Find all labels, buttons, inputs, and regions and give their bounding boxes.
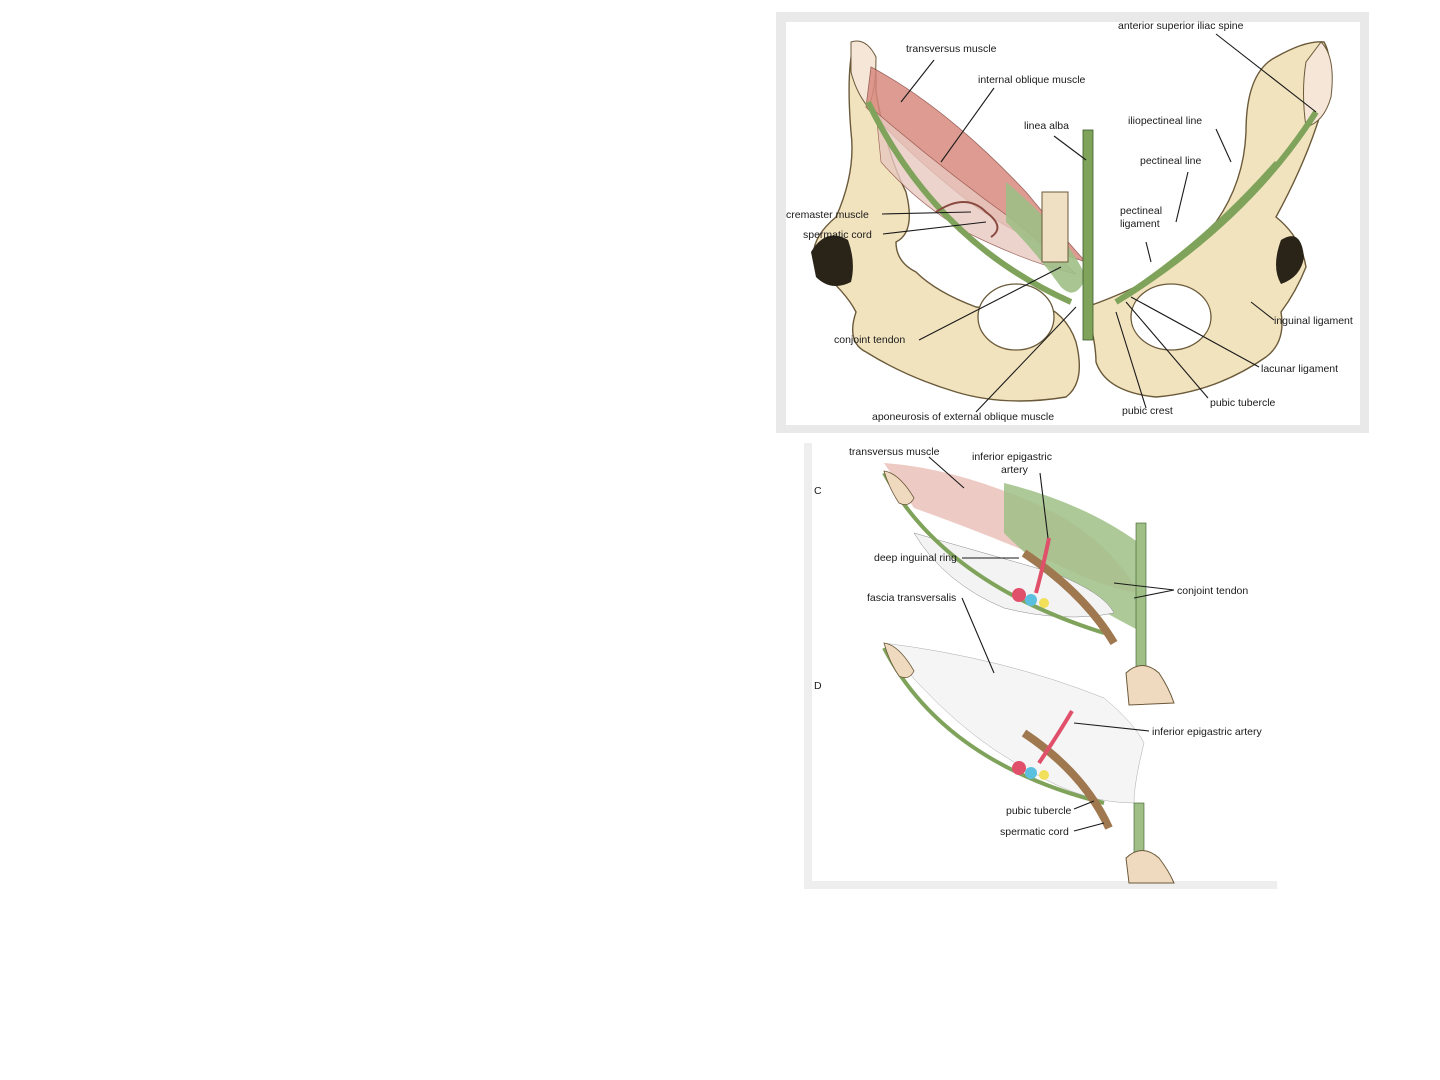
- label-b-deep-inguinal-ring: deep inguinal ring: [874, 552, 957, 564]
- top-anatomy-figure: transversus muscle anterior superior ili…: [776, 12, 1369, 433]
- leader-pectineal-line: [1175, 171, 1189, 223]
- d-fascia-area: [883, 642, 1145, 804]
- label-aponeurosis: aponeurosis of external oblique muscle: [872, 411, 1054, 423]
- leader-b-conjoint-1: [1113, 582, 1175, 591]
- leader-internal-oblique: [940, 87, 995, 163]
- label-b-epigastric-artery: inferior epigastric artery: [1152, 726, 1262, 738]
- cremaster-loop: [935, 201, 999, 238]
- c-linea-alba: [1135, 522, 1147, 674]
- c-ring-pink: [1012, 588, 1026, 602]
- leader-iliopectineal: [1215, 128, 1232, 163]
- leader-transversus: [900, 59, 935, 103]
- d-pubic-symphysis: [1133, 802, 1145, 859]
- c-green-muscle: [1004, 483, 1144, 633]
- leader-linea-alba: [1053, 135, 1087, 161]
- label-b-transversus-muscle: transversus muscle: [849, 446, 940, 458]
- label-pubic-tubercle: pubic tubercle: [1210, 397, 1276, 409]
- label-transversus-muscle: transversus muscle: [906, 43, 997, 55]
- d-artery: [1037, 709, 1074, 765]
- leader-b-pubic-tubercle: [1073, 800, 1095, 810]
- label-spermatic-cord: spermatic cord: [803, 229, 872, 241]
- label-conjoint-tendon: conjoint tendon: [834, 334, 905, 346]
- c-asis: [883, 470, 915, 506]
- acetabulum-right: [1276, 236, 1304, 284]
- linea-alba: [1082, 129, 1094, 341]
- obturator-foramen-left: [977, 283, 1055, 351]
- d-asis: [883, 642, 915, 679]
- leader-b-epigastric-artery: [1073, 722, 1150, 732]
- label-iliopectineal-line: iliopectineal line: [1128, 115, 1202, 127]
- bottom-anatomy-figure: C D transversus muscle inferior epigastr…: [804, 443, 1277, 889]
- label-lacunar-ligament: lacunar ligament: [1261, 363, 1338, 375]
- label-pectineal-ligament-2: ligament: [1120, 218, 1160, 230]
- leader-b-fascia: [961, 597, 995, 674]
- label-cremaster-muscle: cremaster muscle: [786, 209, 869, 221]
- asis-right: [1303, 41, 1333, 128]
- leader-pubic-crest: [1115, 311, 1147, 409]
- c-ring-blue: [1025, 594, 1037, 606]
- label-b-epigastric-2: artery: [1001, 464, 1029, 476]
- leader-pectineal-ligament: [1145, 241, 1152, 263]
- top-figure-svg: transversus muscle anterior superior ili…: [786, 20, 1353, 423]
- label-b-epigastric-1: inferior epigastric: [972, 451, 1052, 463]
- d-ring-yellow: [1039, 770, 1049, 780]
- leader-b-spermatic-cord: [1073, 822, 1105, 832]
- d-spermatic-cord: [1021, 729, 1113, 830]
- inguinal-ligament-left: [865, 100, 1073, 305]
- label-internal-oblique: internal oblique muscle: [978, 74, 1086, 86]
- leader-b-conjoint-2: [1133, 589, 1175, 599]
- bottom-figure-svg: C D transversus muscle inferior epigastr…: [814, 446, 1262, 884]
- leader-asis: [1215, 33, 1317, 113]
- inguinal-ligament-right: [1114, 110, 1319, 305]
- label-asis: anterior superior iliac spine: [1118, 20, 1244, 32]
- label-b-conjoint-tendon: conjoint tendon: [1177, 585, 1248, 597]
- c-pubis: [1125, 665, 1175, 706]
- leader-conjoint-tendon: [918, 266, 1062, 341]
- c-spermatic-cord: [1021, 549, 1118, 646]
- label-linea-alba: linea alba: [1024, 120, 1069, 132]
- c-ring-yellow: [1039, 598, 1049, 608]
- leader-inguinal-ligament: [1250, 301, 1275, 321]
- label-b-fascia-transversalis: fascia transversalis: [867, 592, 956, 604]
- obturator-foramen-right: [1130, 283, 1212, 351]
- d-ring-blue: [1025, 767, 1037, 779]
- d-pubis: [1125, 850, 1175, 884]
- c-fascia-area: [913, 532, 1115, 618]
- leader-pubic-tubercle: [1125, 301, 1209, 399]
- label-panel-c: C: [814, 485, 822, 497]
- label-b-spermatic-cord: spermatic cord: [1000, 826, 1069, 838]
- d-ring-pink: [1012, 761, 1026, 775]
- label-b-pubic-tubercle: pubic tubercle: [1006, 805, 1072, 817]
- leader-lacunar: [1130, 296, 1260, 368]
- acetabulum-left: [811, 235, 853, 286]
- label-inguinal-ligament: inguinal ligament: [1274, 315, 1353, 327]
- leader-aponeurosis: [975, 306, 1077, 413]
- label-pectineal-line: pectineal line: [1140, 155, 1201, 167]
- leader-b-epigastric: [1039, 472, 1049, 539]
- label-pubic-crest: pubic crest: [1122, 405, 1173, 417]
- leader-b-transversus: [928, 456, 965, 489]
- leader-spermatic-cord: [882, 221, 987, 235]
- c-artery: [1034, 537, 1051, 594]
- label-panel-d: D: [814, 680, 822, 692]
- iliopectineal-line: [1120, 161, 1278, 299]
- label-pectineal-ligament-1: pectineal: [1120, 205, 1162, 217]
- leader-cremaster: [881, 211, 972, 215]
- spermatic-cord-tube: [1041, 191, 1069, 263]
